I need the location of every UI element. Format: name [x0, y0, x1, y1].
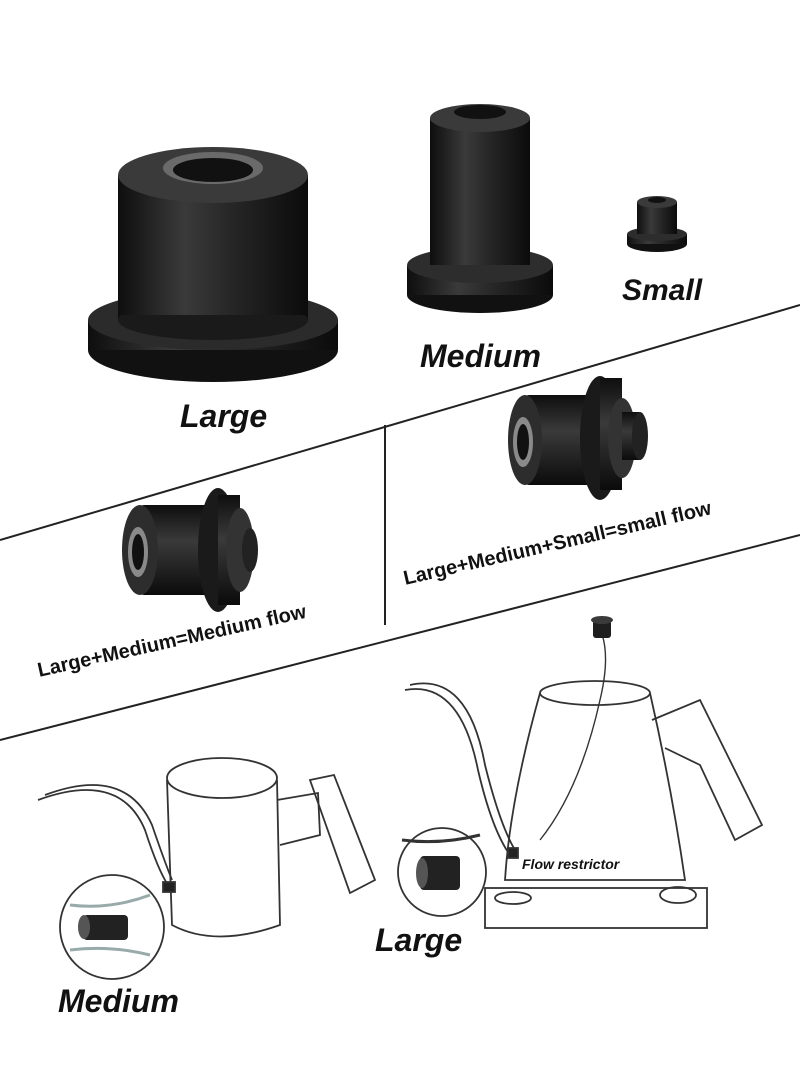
small-restrictor-icon — [627, 196, 687, 252]
kettle-illustration-left — [37, 757, 377, 938]
zoom-circle-left — [59, 874, 165, 980]
large-label: Large — [180, 398, 268, 434]
medium-label: Medium — [420, 338, 541, 374]
flow-restrictor-label: Flow restrictor — [522, 856, 620, 872]
divider-top — [0, 304, 800, 541]
combo-small-flow-icon — [508, 376, 648, 500]
divider-bottom — [0, 534, 800, 741]
combo-medium-flow-icon — [122, 488, 258, 612]
small-label: Small — [622, 274, 703, 307]
kettle-illustration-right — [404, 624, 764, 929]
small-restrictor-hanging-icon — [591, 616, 613, 638]
large-restrictor-icon — [88, 147, 338, 382]
kettle-medium-label: Medium — [58, 983, 179, 1019]
zoom-circle-right — [397, 827, 487, 917]
medium-restrictor-icon — [407, 104, 553, 313]
kettle-large-label: Large — [375, 922, 463, 958]
